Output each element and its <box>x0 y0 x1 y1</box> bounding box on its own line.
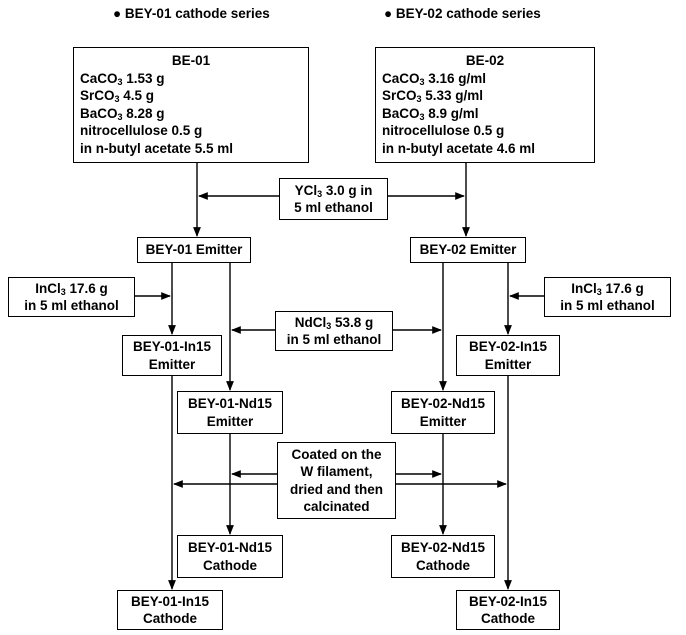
ndcl3-line2: in 5 ml ethanol <box>286 332 382 347</box>
bey01-emitter-label: BEY-01 Emitter <box>145 242 243 258</box>
bey01-nd15-emitter-box: BEY-01-Nd15 Emitter <box>177 391 283 434</box>
bey01-in15-emitter-line1: BEY-01-In15 <box>132 339 212 354</box>
bey02-in15-emitter-line1: BEY-02-In15 <box>468 339 548 354</box>
be01-box: BE-01 CaCO3 1.53 g SrCO3 4.5 g BaCO3 8.2… <box>73 47 309 163</box>
bey02-in15-cathode-line1: BEY-02-In15 <box>468 593 548 609</box>
bey01-nd15-cathode-box: BEY-01-Nd15 Cathode <box>177 535 283 578</box>
bey02-nd15-emitter-line2: Emitter <box>419 413 467 429</box>
ycl3-line1: YCl3 3.0 g in <box>294 182 373 199</box>
be02-line-nitrocellulose: nitrocellulose 0.5 g <box>382 123 505 138</box>
ycl3-box: YCl3 3.0 g in 5 ml ethanol <box>279 178 388 220</box>
series-label-left: ● BEY-01 cathode series <box>113 6 270 21</box>
be01-title: BE-01 <box>171 53 211 68</box>
be02-line-butyl-acetate: in n-butyl acetate 4.6 ml <box>382 140 536 156</box>
ycl3-line2: 5 ml ethanol <box>294 200 373 215</box>
be01-line-nitrocellulose: nitrocellulose 0.5 g <box>80 123 203 138</box>
be01-line-baco3: BaCO3 8.28 g <box>80 105 165 122</box>
be02-title: BE-02 <box>465 53 505 68</box>
be01-line-caco3: CaCO3 1.53 g <box>80 70 165 87</box>
be02-line-caco3: CaCO3 3.16 g/ml <box>382 70 487 87</box>
be02-box: BE-02 CaCO3 3.16 g/ml SrCO3 5.33 g/ml Ba… <box>375 47 595 163</box>
bey02-nd15-cathode-line1: BEY-02-Nd15 <box>400 540 486 555</box>
incl3-right-line2: in 5 ml ethanol <box>560 298 655 313</box>
bey02-nd15-emitter-line1: BEY-02-Nd15 <box>400 396 486 411</box>
coating-line1: Coated on the <box>291 446 382 462</box>
be02-line-baco3: BaCO3 8.9 g/ml <box>382 105 479 122</box>
bey01-in15-emitter-line2: Emitter <box>148 356 196 372</box>
be01-line-butyl-acetate: in n-butyl acetate 5.5 ml <box>80 140 234 156</box>
bey01-emitter-box: BEY-01 Emitter <box>137 237 251 263</box>
bey01-in15-cathode-line2: Cathode <box>143 611 197 626</box>
bey02-emitter-box: BEY-02 Emitter <box>410 237 526 263</box>
bey02-nd15-cathode-line2: Cathode <box>416 557 470 573</box>
bey02-in15-emitter-box: BEY-02-In15 Emitter <box>456 335 560 376</box>
bey02-in15-cathode-line2: Cathode <box>481 611 535 626</box>
bey01-nd15-cathode-line1: BEY-01-Nd15 <box>187 540 273 555</box>
bey02-in15-cathode-box: BEY-02-In15 Cathode <box>456 590 560 630</box>
incl3-right-box: InCl3 17.6 g in 5 ml ethanol <box>544 277 671 317</box>
series-label-right-text: BEY-02 cathode series <box>395 6 541 21</box>
incl3-left-line2: in 5 ml ethanol <box>24 298 119 313</box>
incl3-left-line1: InCl3 17.6 g <box>35 280 108 297</box>
bey01-nd15-emitter-line2: Emitter <box>206 413 254 429</box>
coating-line4: calcinated <box>303 499 370 514</box>
bullet-dot-icon: ● <box>384 6 393 21</box>
bey02-in15-emitter-line2: Emitter <box>484 356 532 372</box>
coating-process-box: Coated on the W filament, dried and then… <box>277 442 396 519</box>
series-label-left-text: BEY-01 cathode series <box>124 6 270 21</box>
bey02-nd15-cathode-box: BEY-02-Nd15 Cathode <box>391 535 495 578</box>
series-label-right: ● BEY-02 cathode series <box>384 6 541 21</box>
coating-line3: dried and then <box>289 481 383 497</box>
bey01-nd15-cathode-line2: Cathode <box>203 557 257 573</box>
bullet-dot-icon: ● <box>113 6 122 21</box>
ndcl3-box: NdCl3 53.8 g in 5 ml ethanol <box>275 311 393 351</box>
ndcl3-line1: NdCl3 53.8 g <box>294 314 374 331</box>
be01-line-srco3: SrCO3 4.5 g <box>80 88 155 104</box>
bey02-nd15-emitter-box: BEY-02-Nd15 Emitter <box>391 391 495 434</box>
bey01-in15-emitter-box: BEY-01-In15 Emitter <box>122 335 222 376</box>
incl3-right-line1: InCl3 17.6 g <box>571 280 644 297</box>
incl3-left-box: InCl3 17.6 g in 5 ml ethanol <box>8 277 135 317</box>
coating-line2: W filament, <box>300 464 373 479</box>
bey02-emitter-label: BEY-02 Emitter <box>419 242 517 258</box>
bey01-in15-cathode-box: BEY-01-In15 Cathode <box>117 590 223 630</box>
bey01-in15-cathode-line1: BEY-01-In15 <box>130 593 210 609</box>
be02-line-srco3: SrCO3 5.33 g/ml <box>382 88 484 104</box>
bey01-nd15-emitter-line1: BEY-01-Nd15 <box>187 396 273 411</box>
